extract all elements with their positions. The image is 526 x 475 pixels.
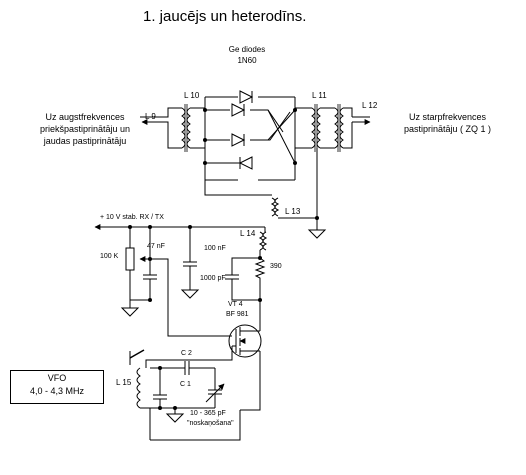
label-l9: L 9 xyxy=(145,112,156,121)
ground-pot xyxy=(120,300,140,317)
label-c2: C 2 xyxy=(181,350,192,357)
label-right-line1: Uz starpfrekvences xyxy=(408,112,487,122)
label-supply: + 10 V stab. RX / TX xyxy=(100,214,164,221)
label-vfo-range: 4,0 - 4,3 MHz xyxy=(29,386,85,396)
label-100k: 100 K xyxy=(100,253,119,260)
label-left-line1: Uz augstfrekvences xyxy=(45,112,125,122)
label-390: 390 xyxy=(270,263,282,270)
label-c1: C 1 xyxy=(180,381,191,388)
label-ge-diodes: Ge diodes xyxy=(228,45,266,54)
transformer-l10 xyxy=(160,104,260,196)
coil-l15 xyxy=(129,349,150,409)
diode-d1 xyxy=(239,90,254,104)
label-1000pf: 1000 pF xyxy=(200,275,226,282)
label-l10: L 10 xyxy=(184,91,200,100)
gate-wire xyxy=(160,258,232,337)
coil-l14 xyxy=(258,227,268,258)
vfo-box xyxy=(10,370,104,404)
label-vt4: VT 4 xyxy=(228,301,243,308)
label-100nf: 100 nF xyxy=(204,245,226,252)
label-l11: L 11 xyxy=(312,91,327,100)
ground-vfo xyxy=(165,413,185,423)
label-47nf: 47 nF xyxy=(147,243,165,250)
potentiometer-100k xyxy=(125,227,150,300)
capacitor-47nf xyxy=(143,227,157,300)
source-wire xyxy=(150,351,261,441)
resistor-390 xyxy=(254,257,266,300)
label-l15: L 15 xyxy=(116,378,132,387)
label-tuning: "noskaņošana" xyxy=(187,420,234,427)
transformer-l11 xyxy=(295,104,353,152)
arrow-right xyxy=(352,117,370,122)
label-left-line3: jaudas pastiprinātāju xyxy=(43,136,127,146)
label-variable-cap: 10 - 365 pF xyxy=(190,410,226,417)
label-l14: L 14 xyxy=(240,229,256,238)
label-left-line2: priekšpastiprinātāju un xyxy=(39,124,131,134)
diode-d2 xyxy=(231,103,246,117)
transistor-vt4 xyxy=(228,300,262,358)
label-vfo: VFO xyxy=(47,373,67,383)
gate2-wire xyxy=(145,346,233,368)
label-right-line2: pastiprinātāju ( ZQ 1 ) xyxy=(403,124,492,134)
label-l13: L 13 xyxy=(285,207,301,216)
capacitor-c1 xyxy=(153,368,167,408)
page-title: 1. jaucējs un heterodīns. xyxy=(143,8,307,25)
label-diode-type: 1N60 xyxy=(237,56,257,65)
capacitor-variable xyxy=(205,368,225,408)
arrow-left xyxy=(140,117,160,122)
capacitor-1000pf xyxy=(225,257,260,301)
label-l12: L 12 xyxy=(362,101,378,110)
coil-l13 xyxy=(260,194,317,219)
capacitor-100nf xyxy=(180,227,200,299)
capacitor-c2 xyxy=(150,361,215,375)
diode-d4 xyxy=(238,156,253,170)
ground-l11 xyxy=(307,222,327,239)
diode-d3 xyxy=(231,133,246,147)
label-bf981: BF 981 xyxy=(226,311,249,318)
junction-dots xyxy=(128,108,319,410)
